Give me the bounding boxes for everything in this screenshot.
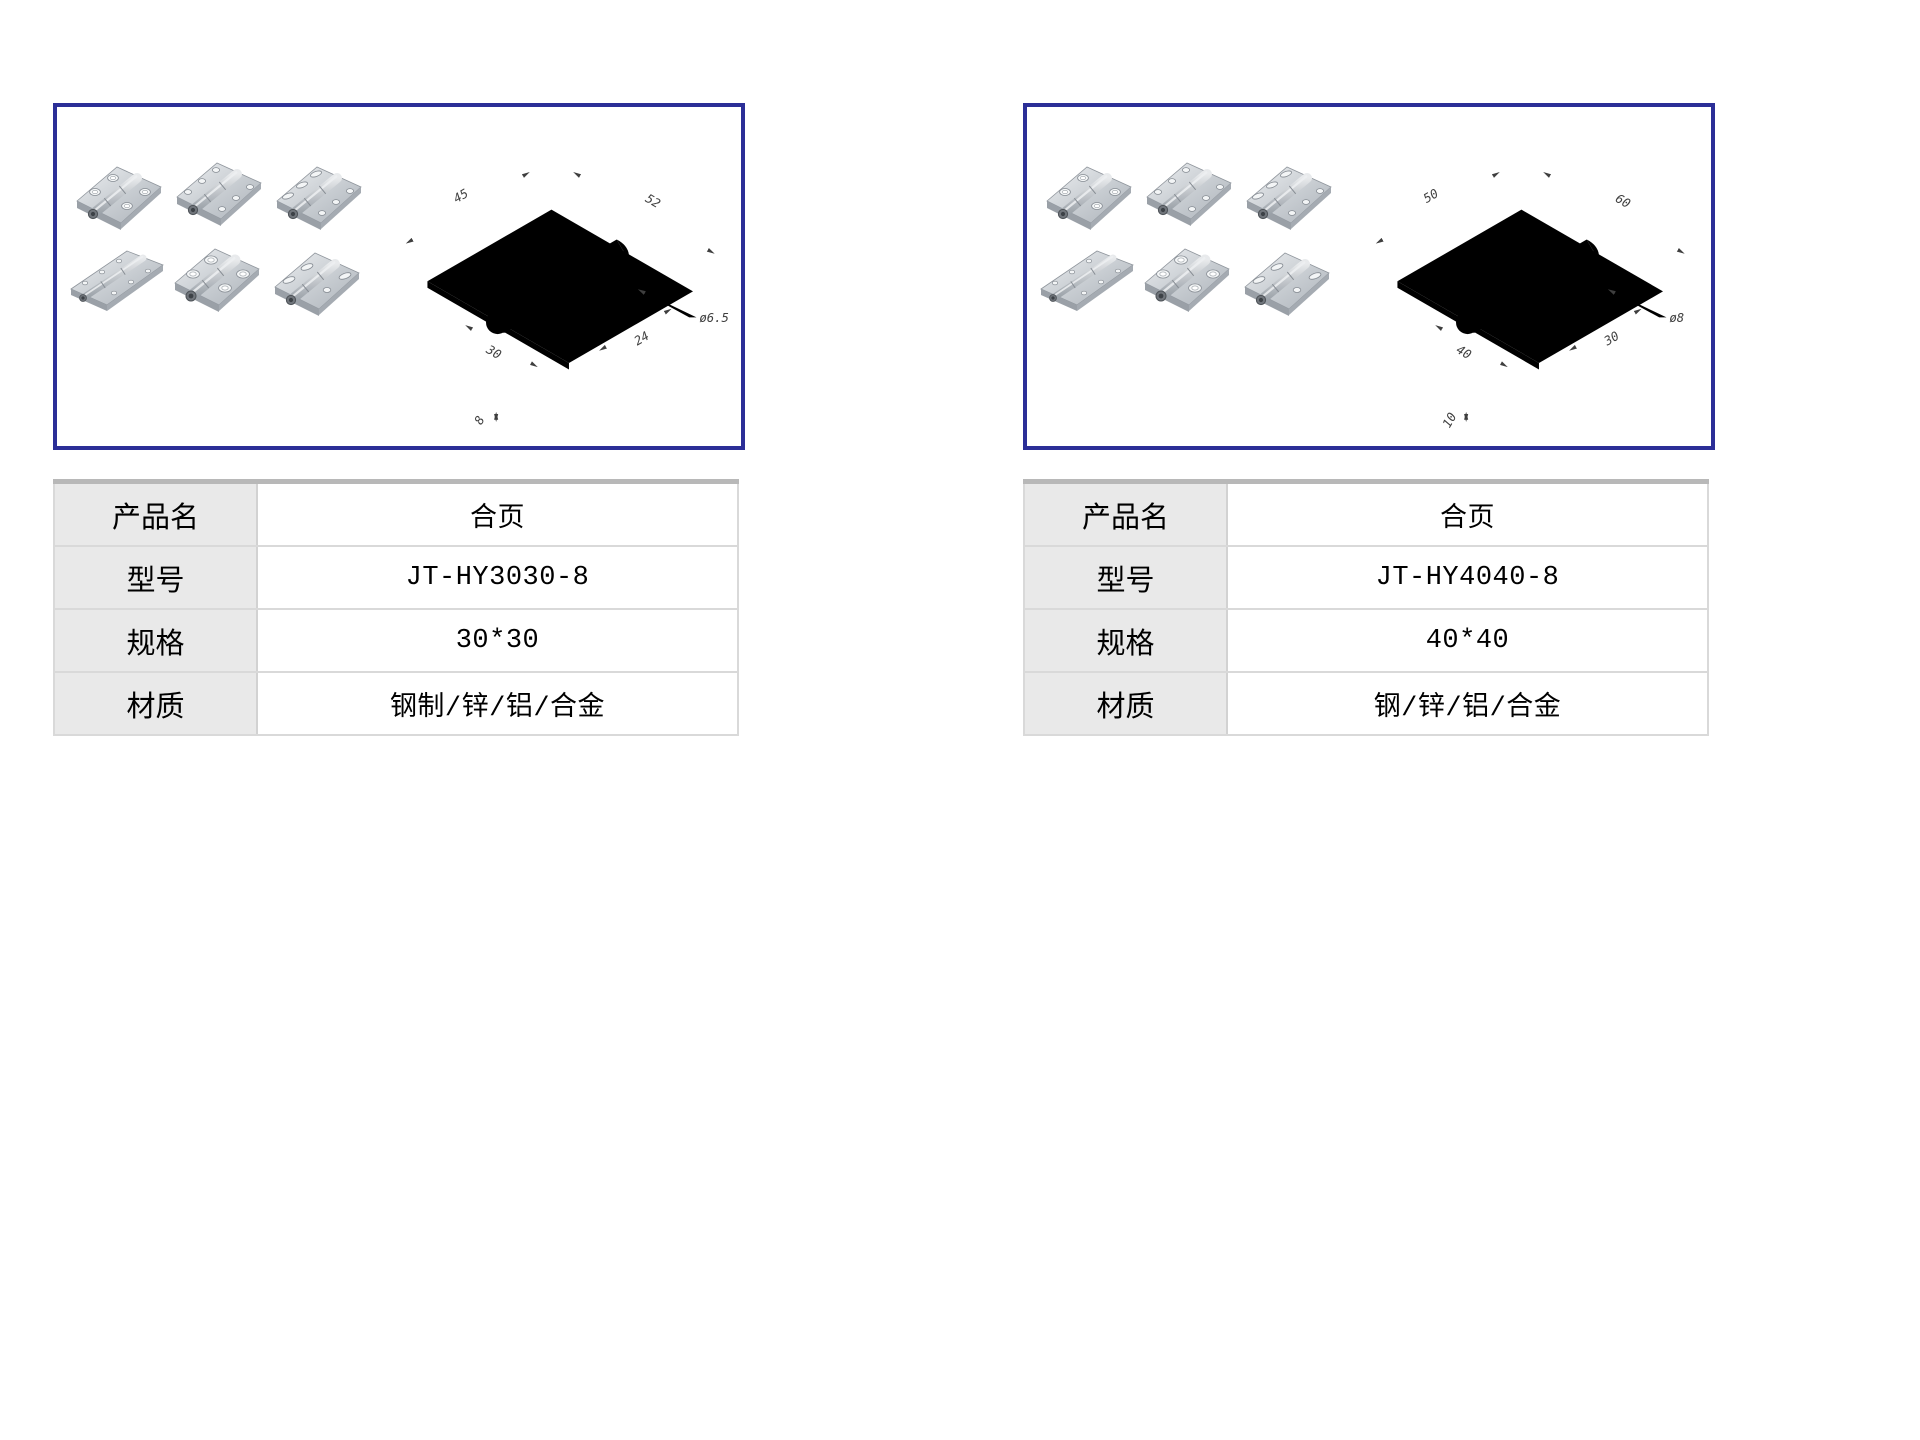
table-row: 型号 JT-HY3030-8 (53, 545, 739, 610)
dimension-label-width: 45 (451, 186, 471, 206)
table-row: 规格 40*40 (1023, 608, 1709, 673)
table-row: 规格 30*30 (53, 608, 739, 673)
hinge-photo (1145, 249, 1229, 312)
table-row: 材质 钢制/锌/铝/合金 (53, 671, 739, 736)
hinge-photo (71, 251, 163, 311)
spec-value-material: 钢/锌/铝/合金 (1226, 671, 1709, 736)
spec-label-size: 规格 (1023, 608, 1228, 673)
dimension-label-thickness: 8 (472, 414, 488, 427)
spec-value-model: JT-HY4040-8 (1226, 545, 1709, 610)
product-image-panel: 45 52 30 24 8 ø6.5 (53, 103, 745, 450)
spec-value-size: 30*30 (256, 608, 739, 673)
hinge-photo (77, 167, 161, 230)
hinge-dimension-drawing: 50 60 40 30 10 ø8 (1343, 133, 1705, 444)
hinge-dimension-drawing: 45 52 30 24 8 ø6.5 (373, 133, 729, 444)
hinge-photo (175, 249, 259, 312)
spec-label-product-name: 产品名 (1023, 480, 1228, 547)
dimension-label-length: 52 (643, 191, 663, 211)
dimension-label-pitch-right: 30 (1601, 329, 1622, 349)
hinge-photo (1245, 253, 1329, 316)
dimension-label-pitch-left: 40 (1454, 343, 1474, 363)
dimension-label-hole-diameter: ø8 (1669, 311, 1684, 325)
hinge-photo (1041, 251, 1133, 311)
product-spec-table: 产品名 合页 型号 JT-HY3030-8 规格 30*30 材质 钢制/锌/铝… (53, 479, 739, 736)
spec-value-size: 40*40 (1226, 608, 1709, 673)
dimension-label-hole-diameter: ø6.5 (699, 311, 729, 325)
table-row: 材质 钢/锌/铝/合金 (1023, 671, 1709, 736)
spec-value-product-name: 合页 (1226, 480, 1709, 547)
dimension-label-thickness: 10 (1440, 410, 1460, 430)
hinge-photo-grid (1039, 151, 1341, 323)
spec-value-model: JT-HY3030-8 (256, 545, 739, 610)
spec-value-material: 钢制/锌/铝/合金 (256, 671, 739, 736)
table-row: 产品名 合页 (1023, 480, 1709, 547)
dimension-label-length: 60 (1613, 191, 1633, 211)
hinge-photo (275, 253, 359, 316)
product-image-panel: 50 60 40 30 10 ø8 (1023, 103, 1715, 450)
hinge-photo (1247, 167, 1331, 230)
spec-label-model: 型号 (53, 545, 258, 610)
spec-label-material: 材质 (53, 671, 258, 736)
dimension-label-width: 50 (1421, 186, 1441, 206)
hinge-photo (177, 163, 261, 226)
dimension-label-pitch-left: 30 (483, 342, 504, 362)
spec-label-product-name: 产品名 (53, 480, 258, 547)
product-spec-table: 产品名 合页 型号 JT-HY4040-8 规格 40*40 材质 钢/锌/铝/… (1023, 479, 1709, 736)
table-row: 型号 JT-HY4040-8 (1023, 545, 1709, 610)
hinge-photo (1147, 163, 1231, 226)
spec-label-material: 材质 (1023, 671, 1228, 736)
table-row: 产品名 合页 (53, 480, 739, 547)
dimension-label-pitch-right: 24 (632, 329, 652, 349)
spec-label-model: 型号 (1023, 545, 1228, 610)
hinge-photo (277, 167, 361, 230)
spec-value-product-name: 合页 (256, 480, 739, 547)
spec-label-size: 规格 (53, 608, 258, 673)
hinge-photo (1047, 167, 1131, 230)
hinge-photo-grid (69, 151, 371, 323)
